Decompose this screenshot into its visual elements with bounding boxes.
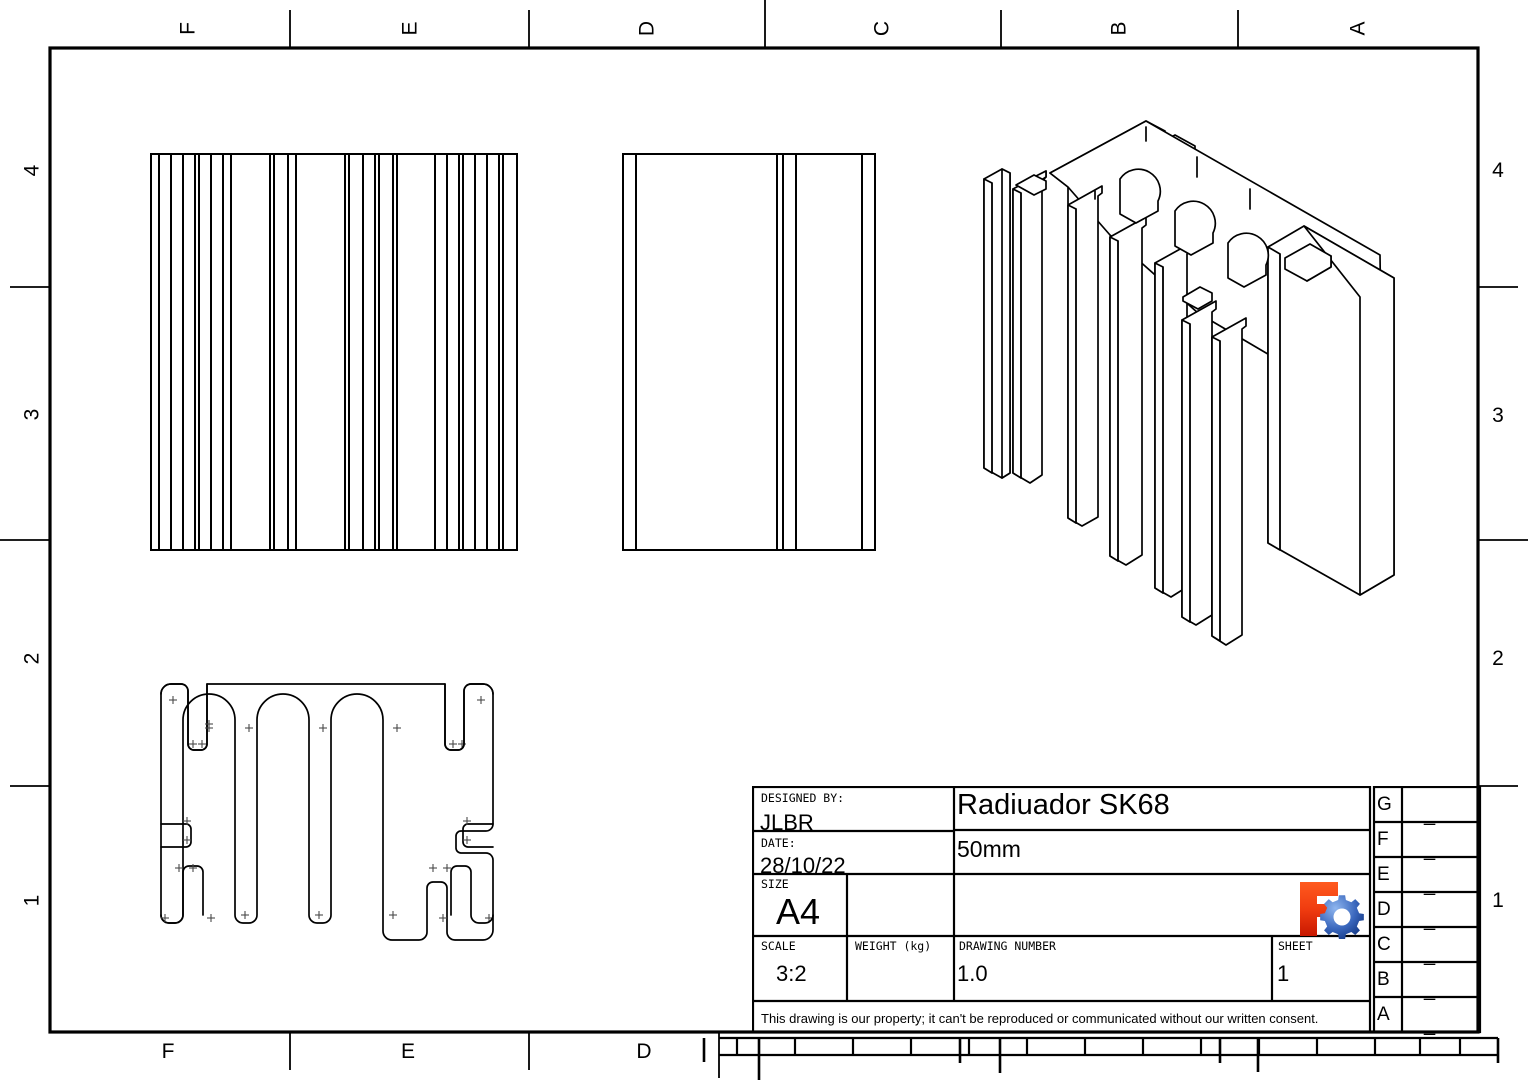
revision-value-E: _ <box>1424 874 1436 896</box>
freecad-logo <box>1300 882 1364 939</box>
sheet-label: SHEET <box>1278 939 1313 953</box>
size-label: SIZE <box>761 877 789 891</box>
zone-right-4: 4 <box>1492 159 1504 182</box>
revision-letter-A: A <box>1377 1004 1390 1025</box>
drawing-number-value: 1.0 <box>957 961 988 986</box>
revision-value-D: _ <box>1424 909 1436 931</box>
zone-top-E: E <box>398 21 422 36</box>
zone-top-D: D <box>635 20 659 37</box>
revision-letter-F: F <box>1377 829 1389 850</box>
revision-value-C: _ <box>1424 944 1436 966</box>
date-label: DATE: <box>761 836 796 850</box>
isometric-view <box>983 120 1395 646</box>
freecad-f-glyph <box>1300 882 1338 936</box>
freecad-gear-glyph <box>1320 895 1364 939</box>
designed-by-label: DESIGNED BY: <box>761 791 845 805</box>
revision-letter-B: B <box>1377 969 1390 990</box>
drawing-number-label: DRAWING NUMBER <box>959 939 1056 953</box>
zone-right-2: 2 <box>1492 647 1504 670</box>
zone-top-F: F <box>176 22 200 35</box>
zone-right-1: 1 <box>1492 889 1504 912</box>
zone-top-C: C <box>870 20 894 37</box>
part-subtitle: 50mm <box>957 836 1021 862</box>
section-profile-detail-left <box>160 683 494 924</box>
zone-bottom-E: E <box>400 1040 415 1063</box>
revision-value-F: _ <box>1424 839 1436 861</box>
side-view <box>622 153 876 551</box>
zone-left-1: 1 <box>20 894 44 907</box>
revision-letter-C: C <box>1377 934 1391 955</box>
revision-value-A: _ <box>1424 1014 1436 1036</box>
designed-by-value: JLBR <box>760 810 814 835</box>
zone-left-2: 2 <box>20 652 44 665</box>
revision-value-G: _ <box>1424 804 1436 826</box>
zone-left-3: 3 <box>20 408 44 421</box>
revision-value-B: _ <box>1424 979 1436 1001</box>
revision-letter-G: G <box>1377 794 1392 815</box>
zone-left-4: 4 <box>20 164 44 177</box>
revision-letter-D: D <box>1377 899 1391 920</box>
scale-label: SCALE <box>761 939 796 953</box>
size-value: A4 <box>776 891 821 932</box>
zone-top-A: A <box>1346 21 1370 36</box>
date-value: 28/10/22 <box>760 853 846 878</box>
legal-notice: This drawing is our property; it can't b… <box>761 1011 1319 1026</box>
zone-right-3: 3 <box>1492 404 1504 427</box>
sheet-value: 1 <box>1277 961 1290 986</box>
weight-label: WEIGHT (kg) <box>855 939 932 953</box>
revision-letter-E: E <box>1377 864 1390 885</box>
front-view <box>150 153 518 551</box>
zone-bottom-D: D <box>636 1040 652 1063</box>
zone-top-B: B <box>1107 21 1131 36</box>
scale-value: 3:2 <box>776 961 807 986</box>
part-title: Radiuador SK68 <box>957 789 1170 821</box>
zone-bottom-F: F <box>161 1040 175 1063</box>
title-block-grid <box>752 786 1482 1034</box>
